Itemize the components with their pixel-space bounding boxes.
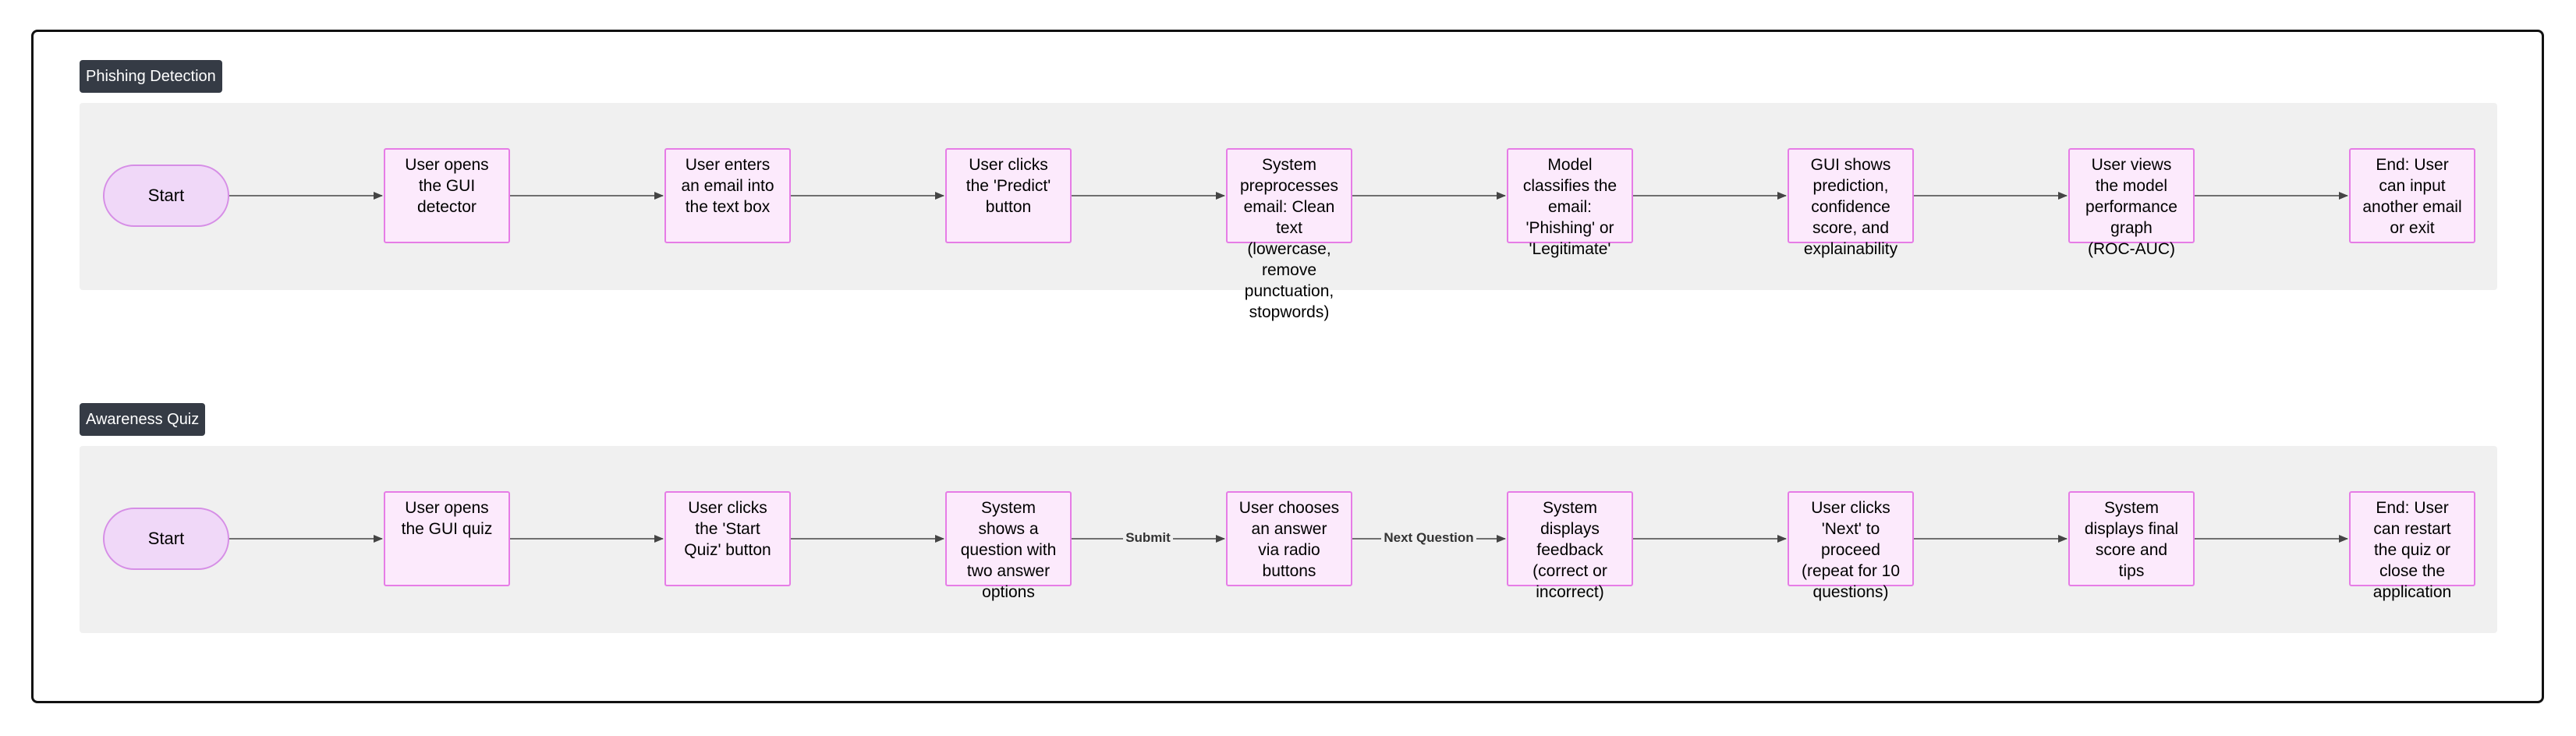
edge-label: Submit [1123,530,1173,546]
flow-node-detection-9: End: User can input another email or exi… [2349,148,2475,243]
flow-node-detection-1: Start [103,165,229,227]
flow-node-quiz-9: End: User can restart the quiz or close … [2349,491,2475,601]
flow-node-detection-3: User enters an email into the text box [664,148,791,243]
flow-node-detection-7: GUI shows prediction, confidence score, … [1788,148,1914,258]
flow-node-detection-2: User opens the GUI detector [384,148,510,243]
flow-node-quiz-3: User clicks the 'Start Quiz' button [664,491,791,586]
flow-node-detection-8: User views the model performance graph (… [2068,148,2195,258]
flow-node-detection-4: User clicks the 'Predict' button [945,148,1072,243]
flow-node-detection-5: System preprocesses email: Clean text (l… [1226,148,1352,321]
flow-node-quiz-1: Start [103,508,229,570]
flow-node-quiz-5: User chooses an answer via radio buttons [1226,491,1352,586]
diagram-frame [31,30,2544,703]
flow-node-quiz-4: System shows a question with two answer … [945,491,1072,601]
flow-node-quiz-8: System displays final score and tips [2068,491,2195,586]
edge-label: Next Question [1381,530,1476,546]
lane-title-awareness-quiz: Awareness Quiz [80,403,206,436]
flow-node-quiz-7: User clicks 'Next' to proceed (repeat fo… [1788,491,1914,601]
flow-node-quiz-6: System displays feedback (correct or inc… [1507,491,1633,601]
flow-node-detection-6: Model classifies the email: 'Phishing' o… [1507,148,1633,258]
lane-title-phishing-detection: Phishing Detection [80,60,222,93]
flow-node-quiz-2: User opens the GUI quiz [384,491,510,586]
